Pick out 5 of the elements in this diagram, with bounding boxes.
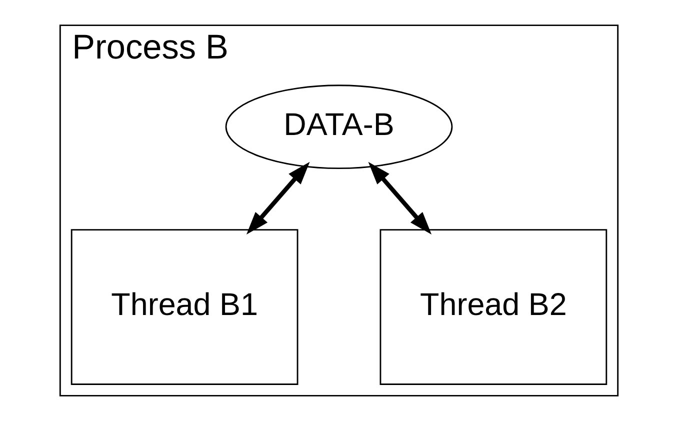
node-box: Thread B1	[70, 229, 298, 385]
node-ellipse: DATA-B	[224, 84, 452, 170]
arrow	[368, 162, 432, 235]
arrow	[246, 162, 310, 235]
node-box: Thread B2	[379, 229, 607, 385]
